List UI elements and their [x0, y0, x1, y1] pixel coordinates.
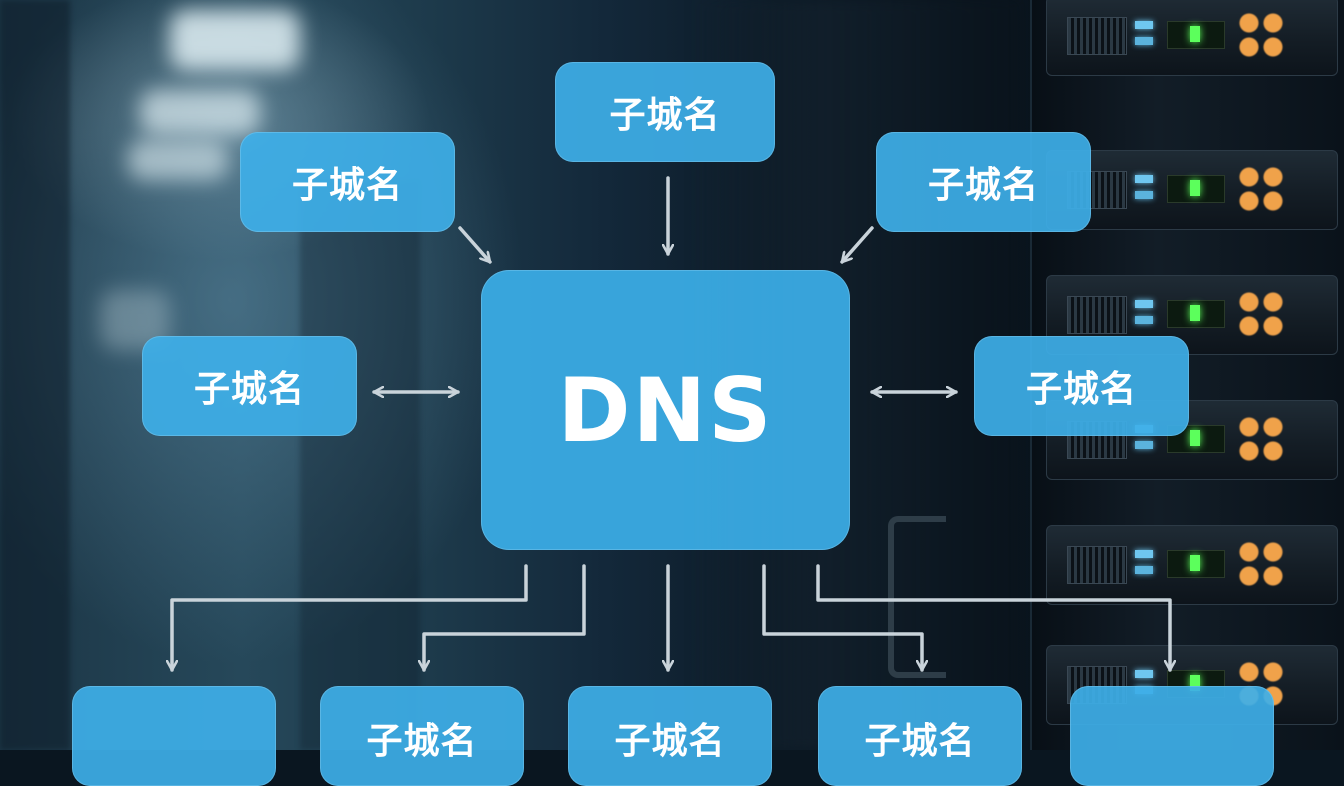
node-top[interactable]: 子城名	[555, 62, 775, 162]
server-unit	[1046, 525, 1338, 605]
arrow-dns-to-bottom-5	[816, 564, 1170, 672]
rack-door-handle	[888, 516, 946, 678]
ceiling-light	[170, 10, 300, 70]
dns-center-node[interactable]: DNS	[481, 270, 850, 550]
node-bottom-5[interactable]	[1070, 686, 1274, 786]
node-bottom-1[interactable]	[72, 686, 276, 786]
ceiling-light	[128, 140, 228, 180]
node-bottom-4[interactable]: 子城名	[818, 686, 1022, 786]
left-rack-blur	[0, 0, 70, 750]
arrow-dns-to-bottom-2	[424, 564, 586, 672]
aisle-rack-blur	[300, 180, 420, 750]
server-unit	[1046, 150, 1338, 230]
arrow-dns-to-bottom-1	[172, 564, 528, 672]
node-bottom-2[interactable]: 子城名	[320, 686, 524, 786]
node-upper-left[interactable]: 子城名	[240, 132, 455, 232]
arrow-upper-left-to-dns	[458, 226, 492, 264]
node-bottom-3[interactable]: 子城名	[568, 686, 772, 786]
server-unit	[1046, 0, 1338, 76]
arrow-dns-to-bottom-4	[762, 564, 922, 672]
ceiling-light	[140, 90, 260, 135]
connector-arrows	[0, 176, 1344, 672]
node-right[interactable]: 子城名	[974, 336, 1189, 436]
node-upper-right[interactable]: 子城名	[876, 132, 1091, 232]
arrow-upper-right-to-dns	[840, 226, 874, 264]
node-left[interactable]: 子城名	[142, 336, 357, 436]
